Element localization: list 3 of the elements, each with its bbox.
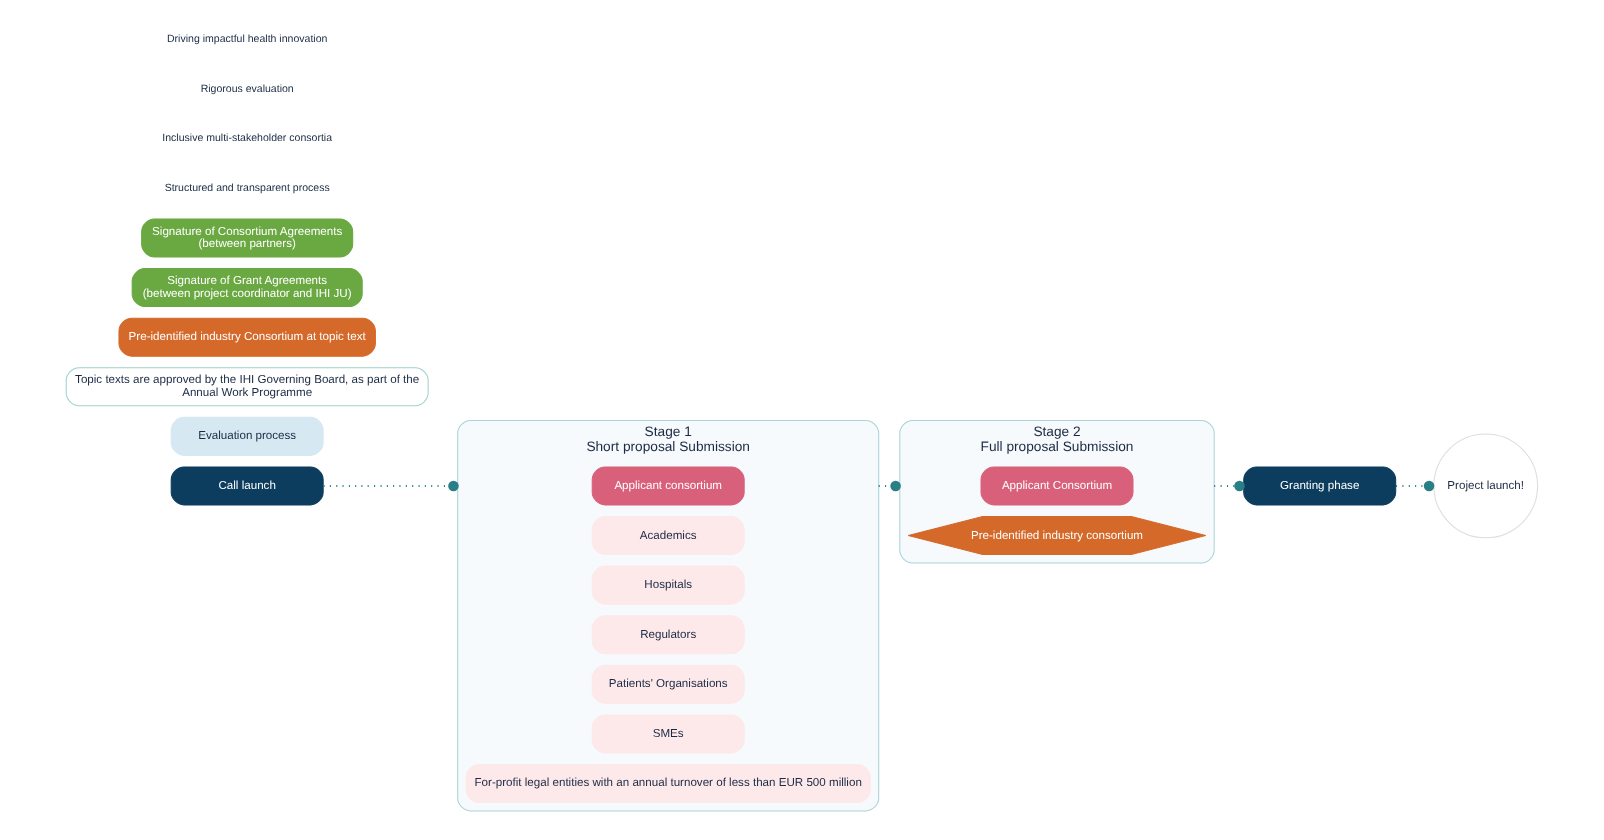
connector	[323, 480, 459, 492]
connector	[1214, 480, 1245, 492]
connector	[1396, 480, 1435, 492]
